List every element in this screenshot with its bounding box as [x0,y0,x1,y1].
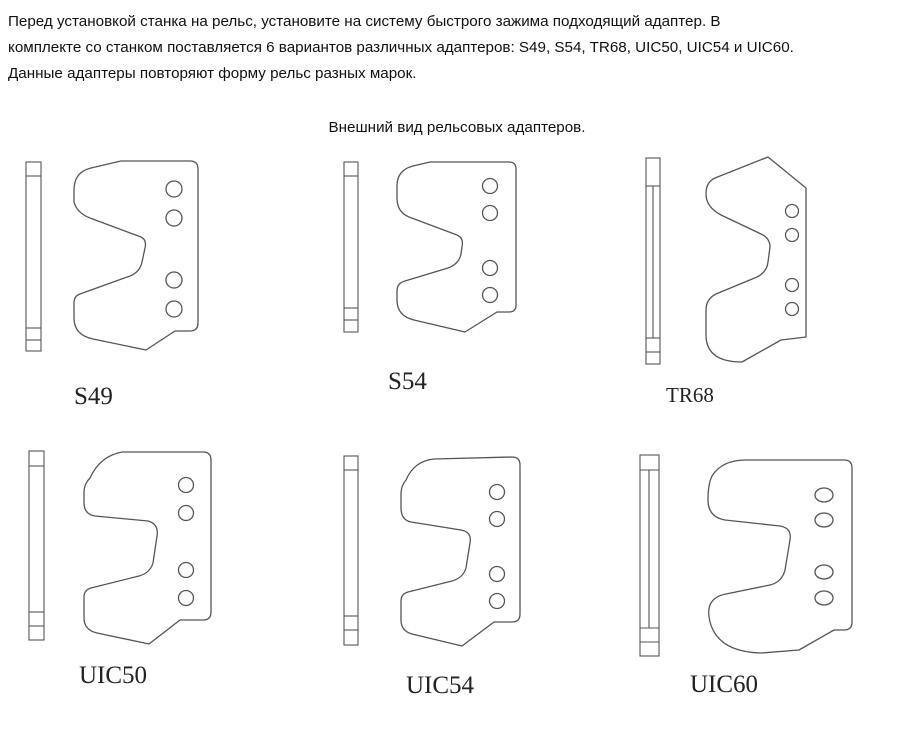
adapter-outline [705,156,807,363]
adapter-outline [83,451,212,645]
figure-caption: Внешний вид рельсовых адаптеров. [328,119,586,136]
adapter-outline [396,161,517,333]
side-view [343,455,359,646]
adapter-uic60: UIC60 [639,454,853,698]
mounting-holes [784,203,800,317]
adapter-s54: S54 [343,161,517,395]
adapter-uic50: UIC50 [28,450,212,689]
adapter-s49: S49 [25,160,199,410]
mounting-holes [481,177,499,304]
adapter-label: UIC60 [690,671,758,698]
adapter-label: S49 [74,383,113,410]
adapter-tr68: TR68 [645,156,807,407]
mounting-holes [814,487,834,606]
side-view [639,454,660,657]
side-view [28,450,45,641]
adapter-label: TR68 [666,383,714,407]
mounting-holes [177,476,195,607]
intro-line-3: Данные адаптеры повторяют форму рельс ра… [8,65,417,82]
mounting-holes [165,180,183,318]
adapter-uic54: UIC54 [343,455,521,699]
adapter-outline [707,459,853,654]
mounting-holes [488,483,506,610]
intro-line-2: комплекте со станком поставляется 6 вари… [8,39,794,56]
side-view [343,161,359,333]
intro-line-1: Перед установкой станка на рельс, устано… [8,13,721,30]
adapter-outline [400,456,521,647]
side-view [645,157,661,365]
adapter-outline [73,160,199,351]
adapter-label: UIC54 [406,672,475,699]
side-view [25,161,42,352]
adapter-label: S54 [388,368,427,395]
adapter-label: UIC50 [79,662,147,689]
intro-paragraph: Перед установкой станка на рельс, устано… [8,9,888,87]
